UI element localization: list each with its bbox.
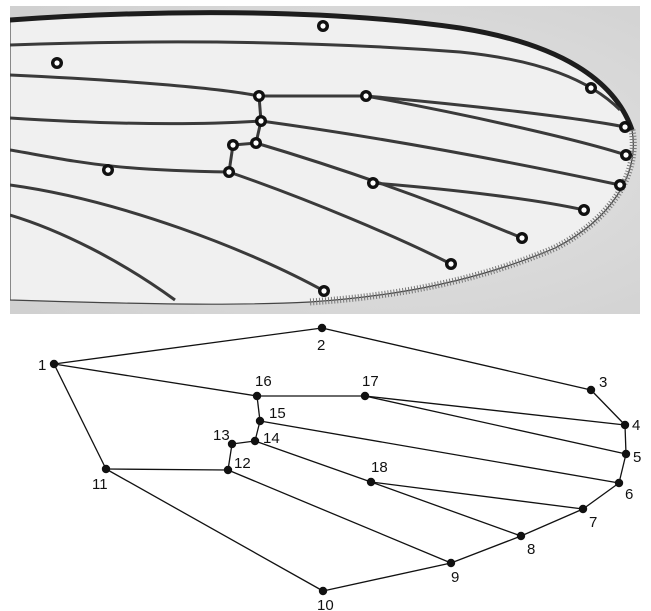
photo-marker-center-5 [623,152,628,157]
photo-marker-center-4 [622,124,627,129]
landmark-point-8 [517,532,525,540]
landmark-point-6 [615,479,623,487]
link-1-16 [54,364,257,396]
photo-marker-center-18 [370,180,375,185]
link-1-2 [54,328,322,364]
photo-marker-center-1 [54,60,59,65]
photo-marker-center-12 [226,169,231,174]
landmark-point-16 [253,392,261,400]
landmark-label-7: 7 [589,514,597,531]
landmark-labels: 123456789101112131415161718 [38,337,641,611]
photo-marker-center-2 [320,23,325,28]
photo-marker-center-13 [230,142,235,147]
landmark-label-5: 5 [633,449,641,466]
photo-marker-center-3 [588,85,593,90]
landmark-links [54,328,626,591]
landmark-point-10 [319,587,327,595]
landmark-points [50,324,630,595]
landmark-label-10: 10 [317,597,334,611]
landmark-label-11: 11 [92,476,108,493]
landmark-label-16: 16 [255,373,272,390]
landmark-point-14 [251,437,259,445]
link-15-6 [260,421,619,483]
photo-marker-center-17 [363,93,368,98]
landmark-point-7 [579,505,587,513]
link-9-10 [323,563,451,591]
landmark-point-11 [102,465,110,473]
landmark-point-3 [587,386,595,394]
link-11-12 [106,469,228,470]
link-6-7 [583,483,619,509]
landmark-label-15: 15 [269,405,286,422]
landmark-label-17: 17 [362,373,379,390]
photo-marker-center-16 [256,93,261,98]
landmark-label-18: 18 [371,459,388,476]
landmark-label-13: 13 [213,427,230,444]
landmark-label-8: 8 [527,541,535,558]
photo-marker-center-8 [519,235,524,240]
link-10-11 [106,469,323,591]
landmark-point-4 [621,421,629,429]
photo-marker-center-7 [581,207,586,212]
link-14-18 [255,441,371,482]
landmark-point-17 [361,392,369,400]
landmark-label-9: 9 [451,569,459,586]
link-3-4 [591,390,625,425]
landmark-label-2: 2 [317,337,325,354]
link-18-7 [371,482,583,509]
landmark-label-6: 6 [625,486,633,503]
link-12-9 [228,470,451,563]
landmark-point-12 [224,466,232,474]
link-11-1 [54,364,106,469]
photo-marker-center-6 [617,182,622,187]
landmark-label-4: 4 [632,417,640,434]
landmark-label-1: 1 [38,357,46,374]
landmark-point-18 [367,478,375,486]
photo-marker-center-14 [253,140,258,145]
link-5-6 [619,454,626,483]
photo-marker-center-15 [258,118,263,123]
landmark-point-1 [50,360,58,368]
link-7-8 [521,509,583,536]
landmark-point-9 [447,559,455,567]
landmark-label-3: 3 [599,374,607,391]
photo-marker-center-10 [321,288,326,293]
landmark-point-2 [318,324,326,332]
landmark-point-15 [256,417,264,425]
link-17-4 [365,396,625,425]
landmark-label-12: 12 [234,455,251,472]
landmark-point-5 [622,450,630,458]
photo-marker-center-9 [448,261,453,266]
link-18-8 [371,482,521,536]
link-4-5 [625,425,626,454]
link-8-9 [451,536,521,563]
photo-marker-center-11 [105,167,110,172]
landmark-label-14: 14 [263,430,280,447]
wing-photograph [10,6,640,314]
